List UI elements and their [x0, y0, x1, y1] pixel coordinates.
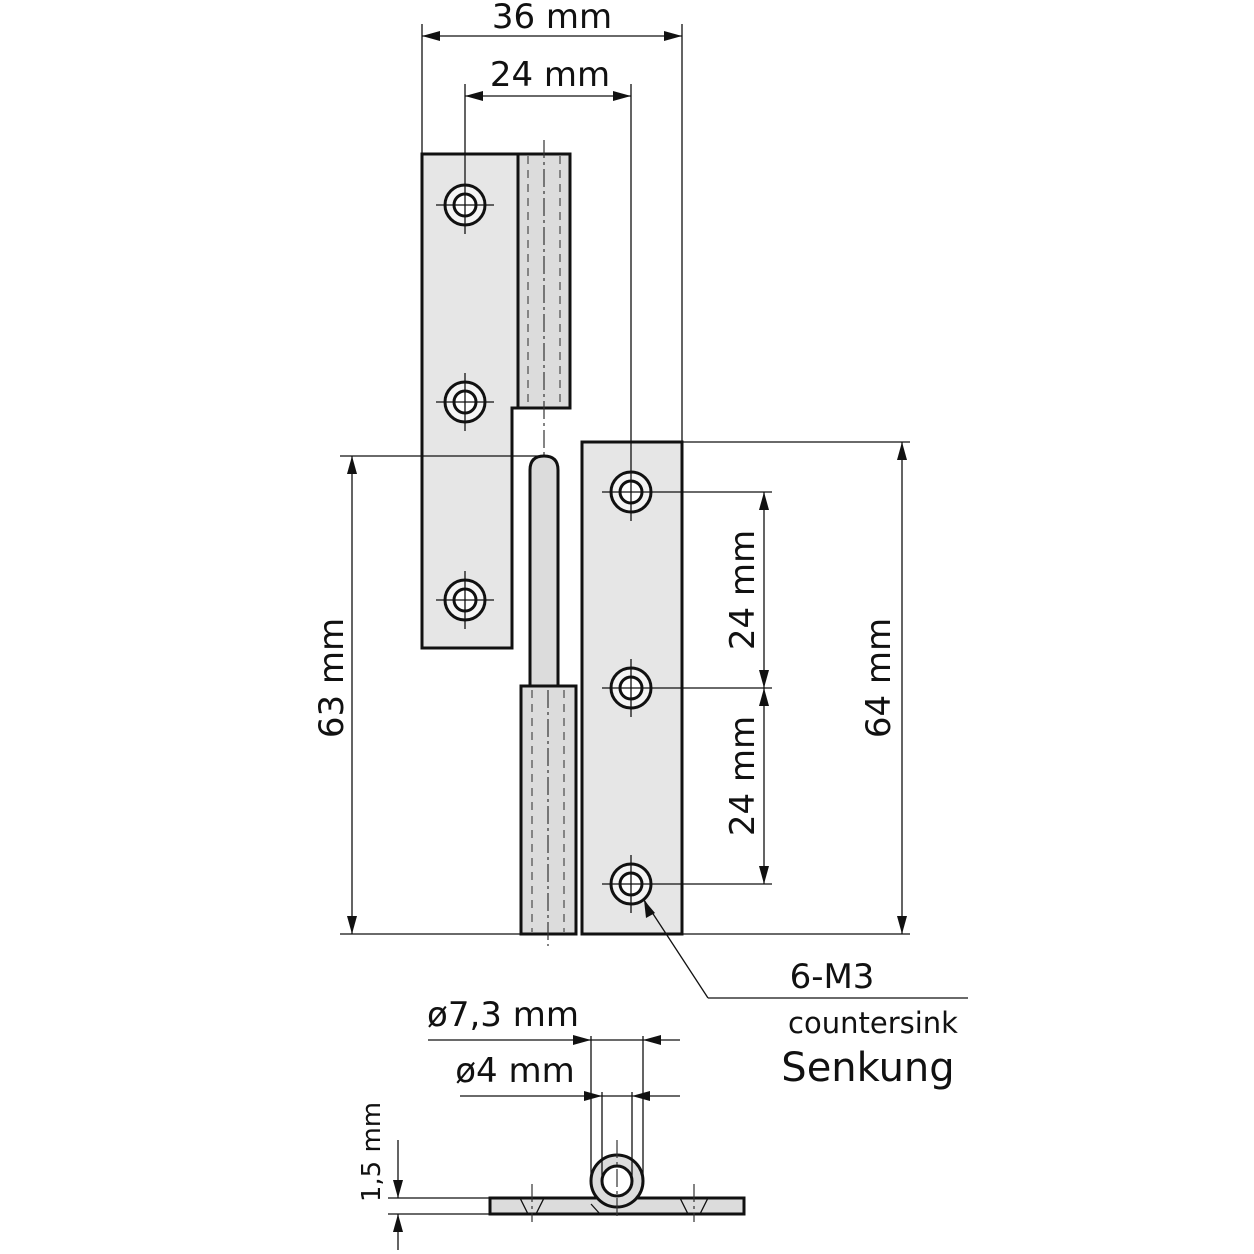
dimension-leaf-thickness: 1,5 mm [357, 1102, 490, 1250]
hole-left-1 [436, 176, 494, 234]
countersink-callout: 6-M3 countersink Senkung [643, 899, 968, 1091]
dimension-right-height: 64 mm [682, 441, 910, 935]
hole-right-3 [602, 855, 660, 913]
hole-left-3 [436, 571, 494, 629]
hole-left-2 [436, 373, 494, 431]
dim-label-24mm-lower: 24 mm [723, 716, 763, 836]
hole-right-2 [602, 659, 660, 717]
callout-screw-spec: 6-M3 [790, 957, 875, 997]
dimension-left-height: 63 mm [312, 455, 544, 935]
dim-label-24mm-top: 24 mm [490, 55, 610, 95]
dim-label-64mm: 64 mm [859, 618, 899, 738]
dim-label-63mm: 63 mm [312, 618, 352, 738]
dimension-hole-spacing-upper: 24 mm [660, 491, 772, 689]
dimension-pin-diameter: ø4 mm [455, 1051, 680, 1181]
dimension-barrel-diameter: ø7,3 mm [427, 995, 680, 1181]
callout-note-de: Senkung [781, 1045, 954, 1091]
dim-label-barrel-diameter: ø7,3 mm [427, 995, 579, 1035]
dim-label-thickness: 1,5 mm [357, 1102, 387, 1202]
dim-label-36mm: 36 mm [492, 0, 612, 37]
dimension-hole-spacing-lower: 24 mm [660, 688, 772, 885]
dimension-total-width: 36 mm [421, 0, 683, 442]
hole-right-1 [602, 463, 660, 521]
hinge-side-view [488, 1140, 746, 1222]
dim-label-pin-diameter: ø4 mm [455, 1051, 574, 1091]
hinge-pin [528, 454, 560, 688]
dim-label-24mm-upper: 24 mm [723, 530, 763, 650]
dimension-hole-offset: 24 mm [464, 55, 632, 463]
callout-note-en: countersink [788, 1006, 958, 1040]
countersunk-holes [436, 176, 660, 913]
